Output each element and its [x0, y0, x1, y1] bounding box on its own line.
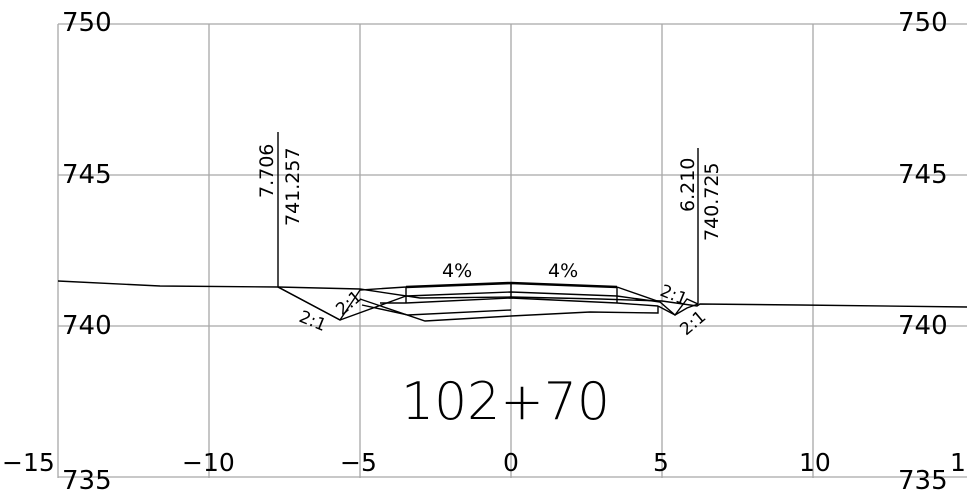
- elev-label-left-745: 745: [62, 160, 112, 190]
- offset-label-0: 0: [503, 448, 519, 477]
- station-label: 102+70: [401, 372, 610, 432]
- left-ditch-slope-label: 2:1: [332, 287, 366, 320]
- subgrade: [359, 298, 659, 322]
- elev-label-right-740: 740: [898, 311, 948, 341]
- pavement-layer-1: [405, 291, 661, 303]
- existing-ground-line: [57, 280, 967, 308]
- roadway-template: [277, 281, 699, 322]
- elev-label-left-735: 735: [62, 466, 112, 496]
- left-catch-offset: 7.706: [256, 144, 278, 198]
- elev-label-right-750: 750: [898, 8, 948, 38]
- left-cross-slope-label: 4%: [442, 260, 472, 282]
- left-catch-elevation: 741.257: [282, 147, 304, 226]
- elev-label-left-750: 750: [62, 8, 112, 38]
- offset-label-minus5: −5: [340, 448, 377, 477]
- right-catch-elevation: 740.725: [701, 162, 723, 241]
- right-cross-slope-label: 4%: [548, 260, 578, 282]
- offset-label-10: 10: [799, 448, 831, 477]
- offset-label-minus15: −15: [2, 448, 55, 477]
- right-catch-offset: 6.210: [677, 158, 699, 212]
- offset-label-5: 5: [653, 448, 669, 477]
- offset-label-minus10: −10: [182, 448, 235, 477]
- subbase-left: [361, 304, 512, 316]
- elev-label-right-735: 735: [898, 466, 948, 496]
- grid: [57, 23, 967, 478]
- offset-label-15: 15: [950, 448, 967, 477]
- elev-label-left-740: 740: [62, 311, 112, 341]
- right-ditch: [657, 298, 699, 316]
- elev-label-right-745: 745: [898, 160, 948, 190]
- left-fill-edge: [277, 286, 407, 321]
